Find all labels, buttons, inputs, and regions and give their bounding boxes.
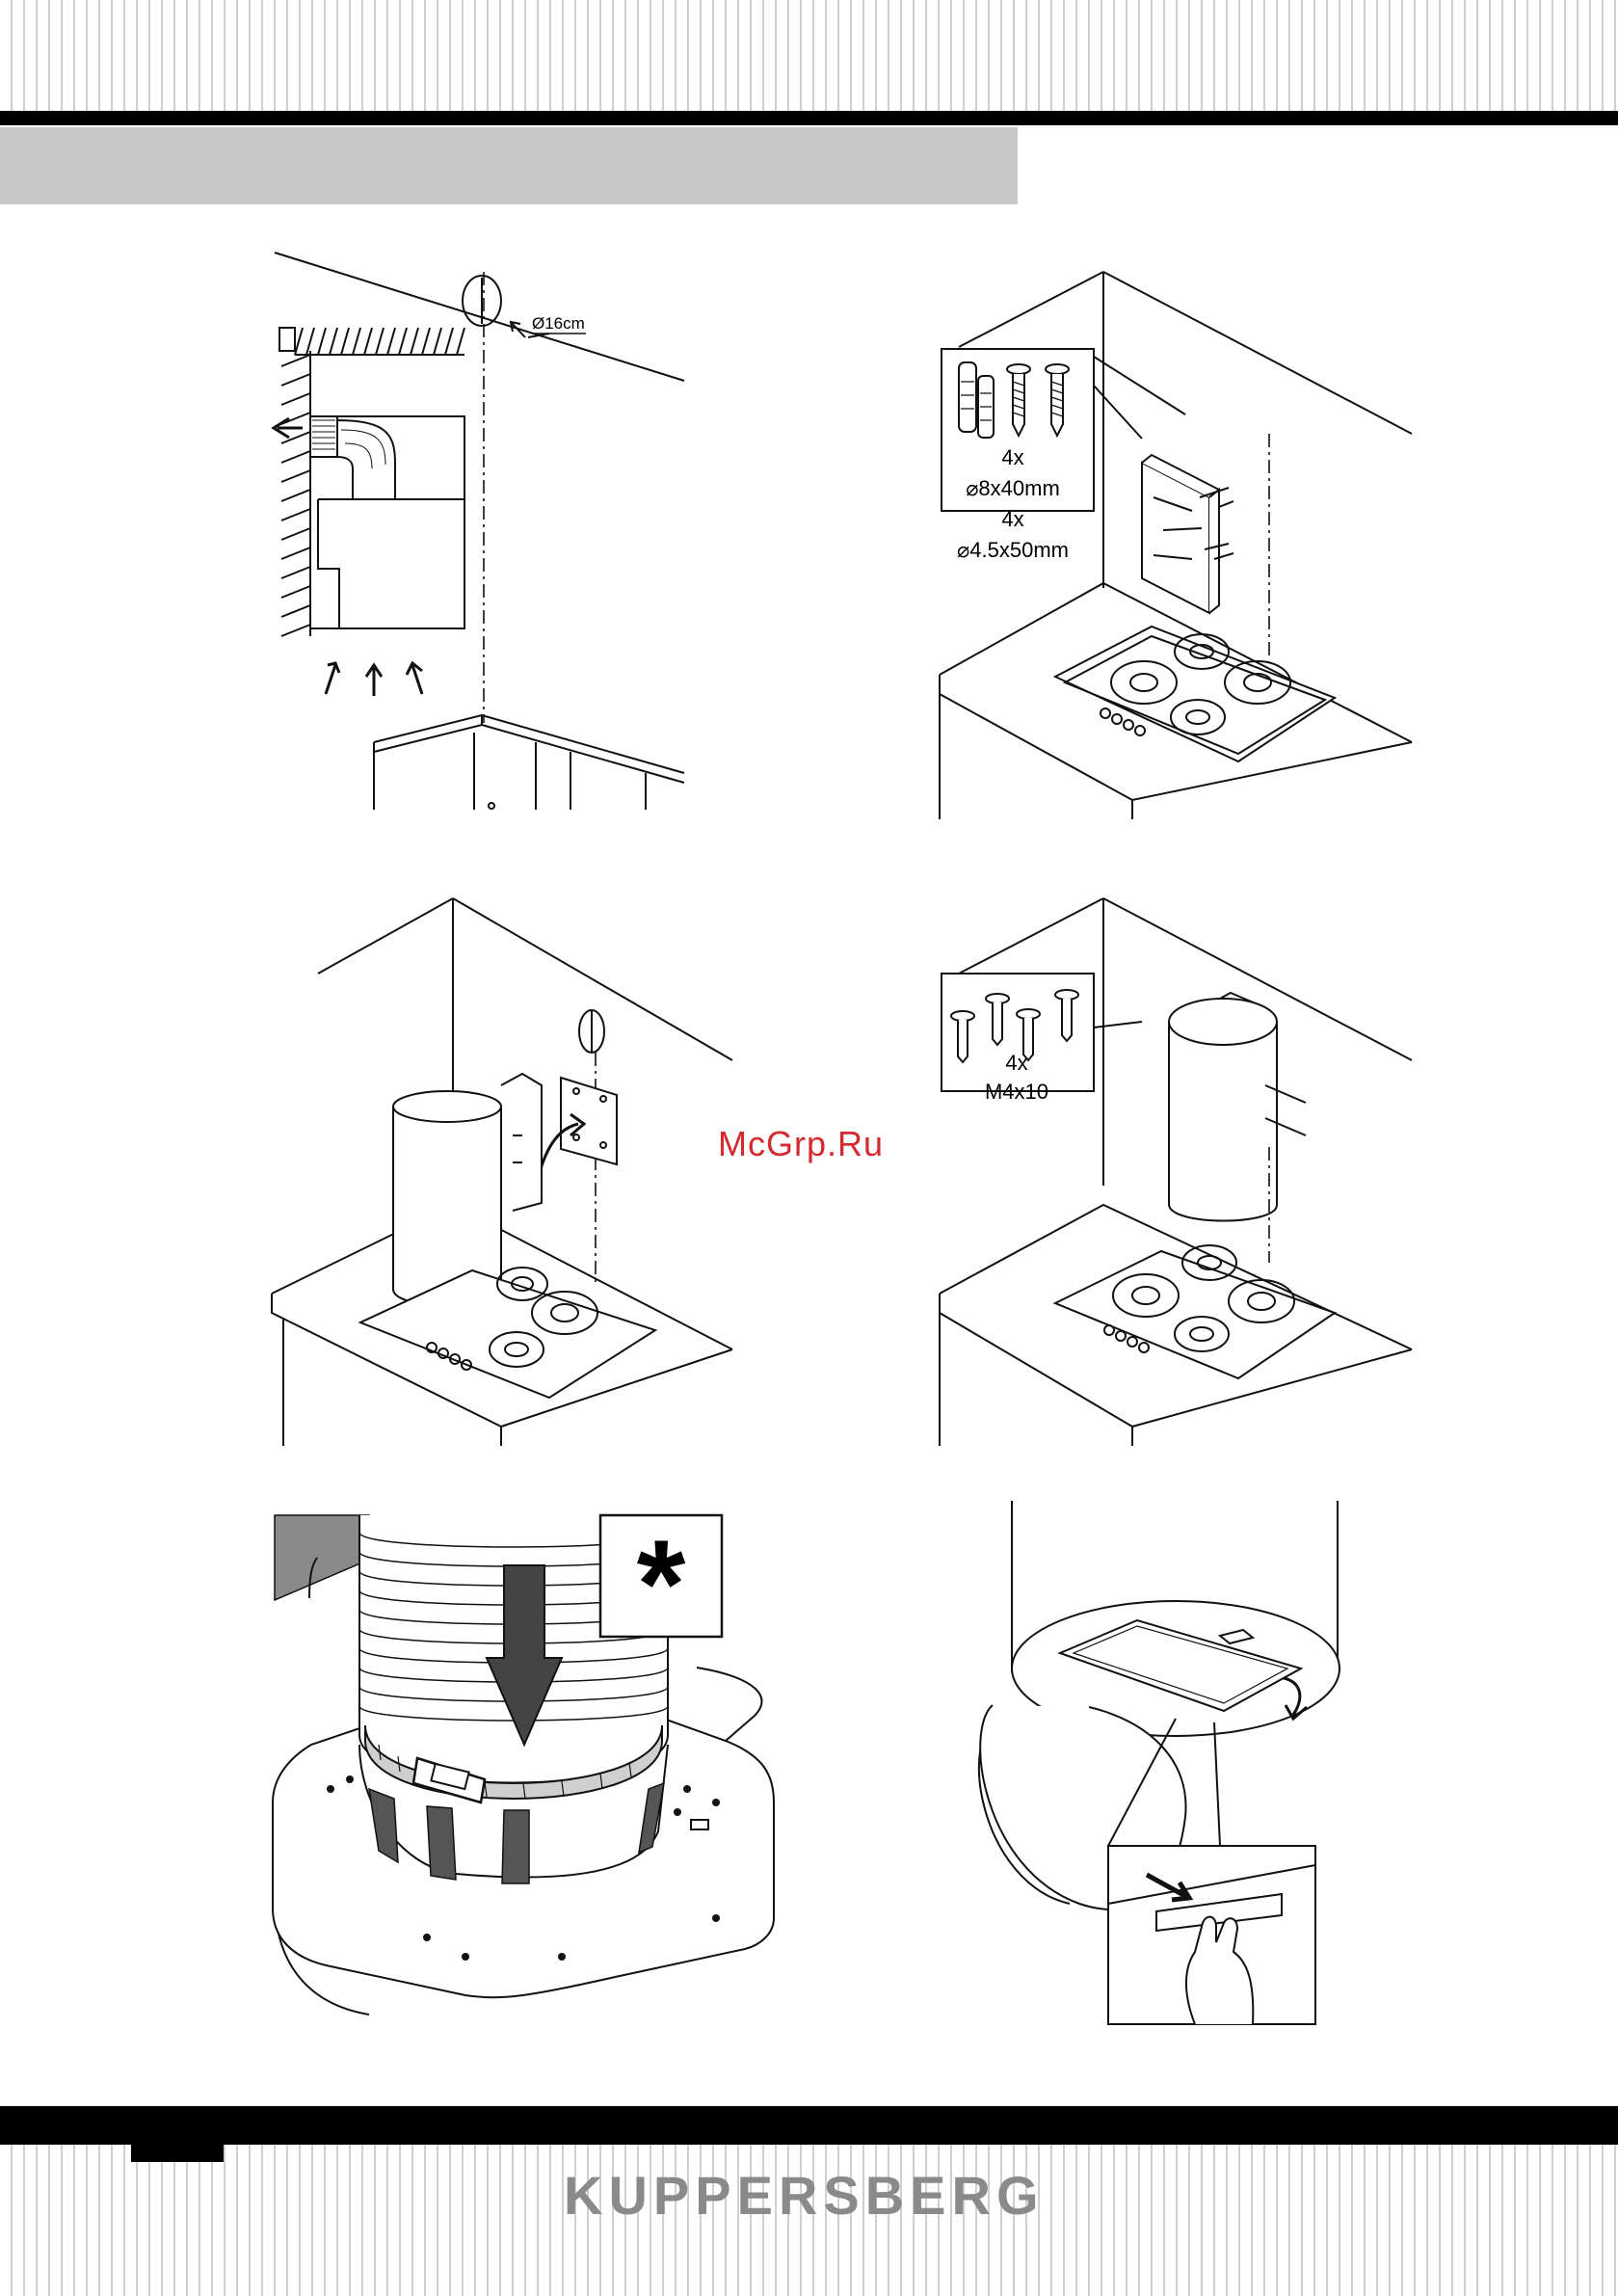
plug-qty: 4x (1001, 445, 1023, 469)
title-band (0, 127, 1018, 204)
figure-hood-hanging (270, 896, 742, 1455)
screw-spec: ⌀4.5x50mm (957, 538, 1069, 562)
asterisk-callout: * (600, 1513, 722, 1654)
asterisk-mark: * (637, 1513, 686, 1654)
screw-qty: 4x (1001, 507, 1023, 531)
figure-filter-removal (993, 1499, 1378, 2024)
figure-bracket-mounting: 4x ⌀8x40mm 4x ⌀4.5x50mm (940, 270, 1421, 829)
header-bar (0, 111, 1618, 125)
wall-hatch (281, 351, 310, 636)
m4-spec: M4x10 (985, 1080, 1048, 1104)
ceiling-hatch (295, 328, 464, 355)
plug-spec: ⌀8x40mm (966, 476, 1060, 500)
duct-diameter-label: Ø16cm (532, 314, 585, 333)
page-number-tab (131, 2145, 224, 2162)
figure-hood-fixing: 4x M4x10 (940, 896, 1421, 1455)
brand-logo: KUPPERSBERG (564, 2164, 1046, 2227)
hood-bracket-small (561, 1078, 617, 1164)
hood-cylinder (393, 1074, 542, 1306)
wall-bracket (1142, 455, 1233, 613)
figure-duct-clamp: * (273, 1513, 774, 2015)
figure-duct-outlet: Ø16cm (260, 241, 703, 810)
header-stripes (0, 0, 1618, 111)
filter-latch-detail (1108, 1846, 1315, 2024)
footer-bar (0, 2106, 1618, 2145)
m4-qty: 4x (1005, 1051, 1027, 1075)
hob (1055, 1245, 1335, 1378)
hob (1055, 627, 1335, 761)
hood-cylinder (1169, 993, 1306, 1221)
watermark: McGrp.Ru (718, 1124, 884, 1164)
